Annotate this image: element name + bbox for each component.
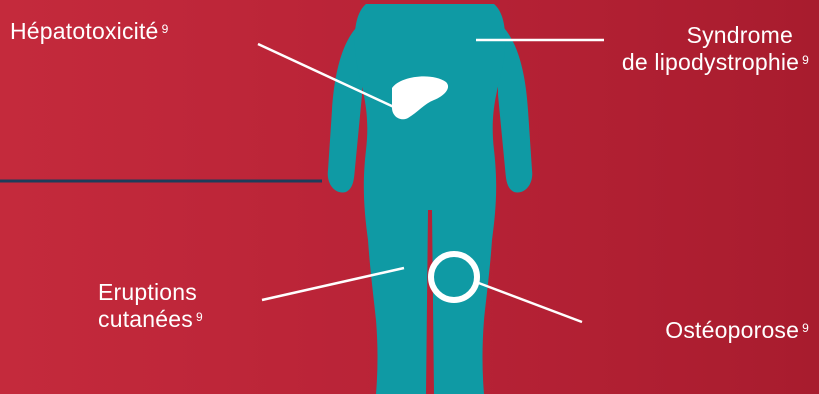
osteoporosis-text: Ostéoporose (665, 317, 799, 343)
lipodystrophy-ref: 9 (802, 53, 809, 67)
hepatotoxicity-text: Hépatotoxicité (10, 18, 159, 44)
hepatotoxicity-ref: 9 (162, 22, 169, 36)
osteoporosis-ref: 9 (802, 321, 809, 335)
lipodystrophy-line2: de lipodystrophie (622, 49, 799, 75)
ring-marker-icon (431, 254, 477, 300)
eruptions-ref: 9 (196, 310, 203, 324)
eruptions-line1: Eruptions (98, 279, 203, 306)
human-body-silhouette-icon (328, 4, 533, 394)
eruptions-line2: cutanées (98, 306, 193, 332)
osteoporosis-connector (476, 282, 582, 322)
lipodystrophy-line1: Syndrome (622, 22, 809, 49)
